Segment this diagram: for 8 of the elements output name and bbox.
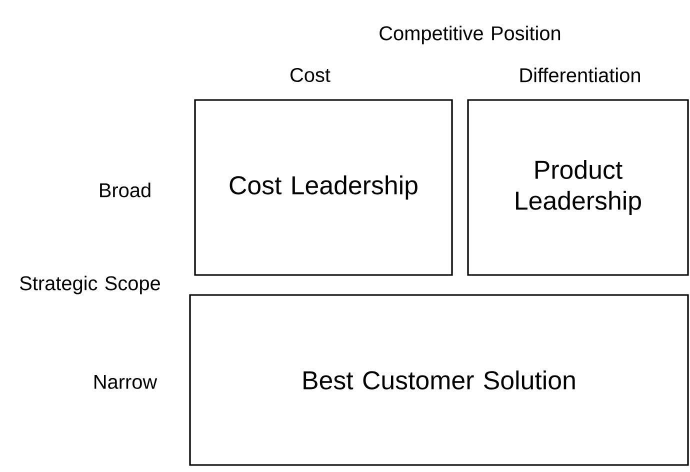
quadrant-box: Best Customer Solution [189,294,689,466]
row-header: Broad [100,182,150,198]
row-header: Narrow [94,375,158,389]
axis-title: Competitive Position [380,26,560,44]
quadrant-box: Product Leadership [467,99,689,276]
column-header: Cost [290,68,330,82]
axis-title: Strategic Scope [20,276,160,294]
quadrant-box: Cost Leadership [194,99,453,276]
